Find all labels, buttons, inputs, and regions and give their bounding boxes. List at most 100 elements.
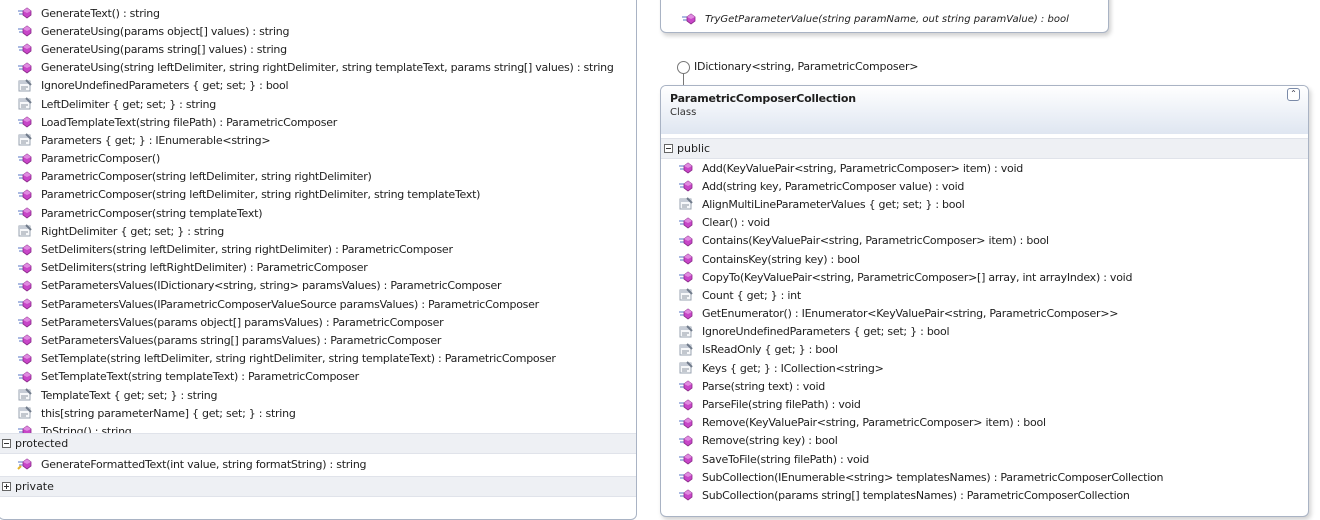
member-row[interactable]: TryGetParameterValue(string paramName, o… (681, 10, 1069, 28)
property-icon (678, 325, 694, 339)
method-icon (678, 252, 694, 266)
public-label: public (677, 142, 711, 155)
member-row[interactable]: Parse(string text) : void (678, 377, 1163, 395)
member-row[interactable]: GenerateFormattedText(int value, string … (17, 455, 367, 473)
member-row[interactable]: ParseFile(string filePath) : void (678, 395, 1163, 413)
member-signature: RightDelimiter { get; set; } : string (41, 224, 224, 238)
member-row[interactable]: SetDelimiters(string leftDelimiter, stri… (17, 240, 614, 258)
member-signature: ParametricComposer(string leftDelimiter,… (41, 170, 372, 184)
member-signature: SetParametersValues(IDictionary<string, … (41, 279, 502, 293)
class-header[interactable]: ParametricComposerCollection Class ⌃ (661, 86, 1308, 134)
member-signature: GenerateFormattedText(int value, string … (41, 457, 367, 471)
member-row[interactable]: TemplateText { get; set; } : string (17, 386, 614, 404)
member-row[interactable]: Contains(KeyValuePair<string, Parametric… (678, 232, 1163, 250)
member-signature: Add(string key, ParametricComposer value… (702, 179, 965, 193)
member-row[interactable]: ParametricComposer(string templateText) (17, 204, 614, 222)
member-row[interactable]: SetParametersValues(params object[] para… (17, 313, 614, 331)
property-icon (17, 224, 33, 238)
member-row[interactable]: Remove(string key) : bool (678, 432, 1163, 450)
member-signature: SetParametersValues(params string[] para… (41, 333, 442, 347)
method-icon (17, 6, 33, 20)
collapse-chevron-icon[interactable]: ⌃ (1287, 88, 1300, 101)
method-icon (678, 398, 694, 412)
public-section-header[interactable]: public (661, 138, 1308, 159)
member-row[interactable]: SubCollection(params string[] templatesN… (678, 486, 1163, 504)
member-signature: LoadTemplateText(string filePath) : Para… (41, 115, 338, 129)
method-icon (678, 470, 694, 484)
member-row[interactable]: Keys { get; } : ICollection<string> (678, 359, 1163, 377)
member-row[interactable]: GenerateUsing(params string[] values) : … (17, 40, 614, 58)
member-signature: Count { get; } : int (702, 288, 801, 302)
member-row[interactable]: this[string parameterName] { get; set; }… (17, 404, 614, 422)
member-row[interactable]: Parameters { get; } : IEnumerable<string… (17, 131, 614, 149)
method-icon (17, 243, 33, 257)
member-signature: Parse(string text) : void (702, 379, 825, 393)
collapse-icon[interactable] (2, 439, 11, 448)
member-signature: Keys { get; } : ICollection<string> (702, 361, 884, 375)
interface-connector (683, 73, 684, 86)
top-right-class-shape[interactable]: TryGetParameterValue(string paramName, o… (660, 0, 1109, 33)
member-row[interactable]: LeftDelimiter { get; set; } : string (17, 95, 614, 113)
member-row[interactable]: GenerateText() : string (17, 4, 614, 22)
member-row[interactable]: GetEnumerator() : IEnumerator<KeyValuePa… (678, 305, 1163, 323)
property-icon (678, 197, 694, 211)
parametric-composer-collection-class[interactable]: ParametricComposerCollection Class ⌃ pub… (660, 85, 1309, 517)
member-row[interactable]: SetTemplateText(string templateText) : P… (17, 368, 614, 386)
member-row[interactable]: CopyTo(KeyValuePair<string, ParametricCo… (678, 268, 1163, 286)
member-row[interactable]: SetTemplate(string leftDelimiter, string… (17, 350, 614, 368)
member-signature: GenerateUsing(params string[] values) : … (41, 42, 287, 56)
right-member-list: Add(KeyValuePair<string, ParametricCompo… (678, 159, 1163, 505)
property-icon (678, 288, 694, 302)
member-row[interactable]: SaveToFile(string filePath) : void (678, 450, 1163, 468)
property-icon (678, 361, 694, 375)
member-row[interactable]: IgnoreUndefinedParameters { get; set; } … (17, 77, 614, 95)
method-icon (678, 161, 694, 175)
member-signature: Contains(KeyValuePair<string, Parametric… (702, 234, 1049, 248)
member-row[interactable]: IsReadOnly { get; } : bool (678, 341, 1163, 359)
member-signature: SetDelimiters(string leftDelimiter, stri… (41, 243, 453, 257)
member-row[interactable]: ParametricComposer(string leftDelimiter,… (17, 168, 614, 186)
member-signature: Clear() : void (702, 216, 770, 230)
member-signature: ParametricComposer(string leftDelimiter,… (41, 188, 481, 202)
member-row[interactable]: Add(KeyValuePair<string, ParametricCompo… (678, 159, 1163, 177)
member-row[interactable]: SetParametersValues(IParametricComposerV… (17, 295, 614, 313)
member-signature: CopyTo(KeyValuePair<string, ParametricCo… (702, 270, 1133, 284)
member-row[interactable]: RightDelimiter { get; set; } : string (17, 222, 614, 240)
member-signature: IgnoreUndefinedParameters { get; set; } … (41, 79, 289, 93)
member-row[interactable]: ParametricComposer(string leftDelimiter,… (17, 186, 614, 204)
member-row[interactable]: Clear() : void (678, 214, 1163, 232)
expand-icon[interactable] (2, 482, 11, 491)
member-signature: Remove(KeyValuePair<string, ParametricCo… (702, 416, 1046, 430)
property-icon (17, 406, 33, 420)
member-row[interactable]: LoadTemplateText(string filePath) : Para… (17, 113, 614, 131)
member-row[interactable]: AlignMultiLineParameterValues { get; set… (678, 195, 1163, 213)
member-row[interactable]: GenerateUsing(params object[] values) : … (17, 22, 614, 40)
member-row[interactable]: Count { get; } : int (678, 286, 1163, 304)
collapse-icon[interactable] (664, 144, 673, 153)
member-signature: ParametricComposer() (41, 152, 161, 166)
method-icon (17, 315, 33, 329)
method-icon (678, 416, 694, 430)
member-row[interactable]: GenerateUsing(string leftDelimiter, stri… (17, 59, 614, 77)
property-icon (17, 388, 33, 402)
method-icon (678, 379, 694, 393)
member-row[interactable]: IgnoreUndefinedParameters { get; set; } … (678, 323, 1163, 341)
class-name: ParametricComposerCollection (670, 92, 856, 105)
member-row[interactable]: SetParametersValues(IDictionary<string, … (17, 277, 614, 295)
protected-section-header[interactable]: protected (0, 433, 636, 454)
member-row[interactable]: Add(string key, ParametricComposer value… (678, 177, 1163, 195)
property-icon (678, 343, 694, 357)
member-row[interactable]: SetParametersValues(params string[] para… (17, 331, 614, 349)
method-icon (17, 261, 33, 275)
member-row[interactable]: ContainsKey(string key) : bool (678, 250, 1163, 268)
member-row[interactable]: SetDelimiters(string leftRightDelimiter)… (17, 259, 614, 277)
member-row[interactable]: SubCollection(IEnumerable<string> templa… (678, 468, 1163, 486)
member-row[interactable]: Remove(KeyValuePair<string, ParametricCo… (678, 414, 1163, 432)
private-section-header[interactable]: private (0, 476, 636, 497)
member-signature: GenerateUsing(string leftDelimiter, stri… (41, 61, 614, 75)
member-row[interactable]: ParametricComposer() (17, 150, 614, 168)
member-signature: LeftDelimiter { get; set; } : string (41, 97, 216, 111)
member-signature: ParametricComposer(string templateText) (41, 206, 263, 220)
